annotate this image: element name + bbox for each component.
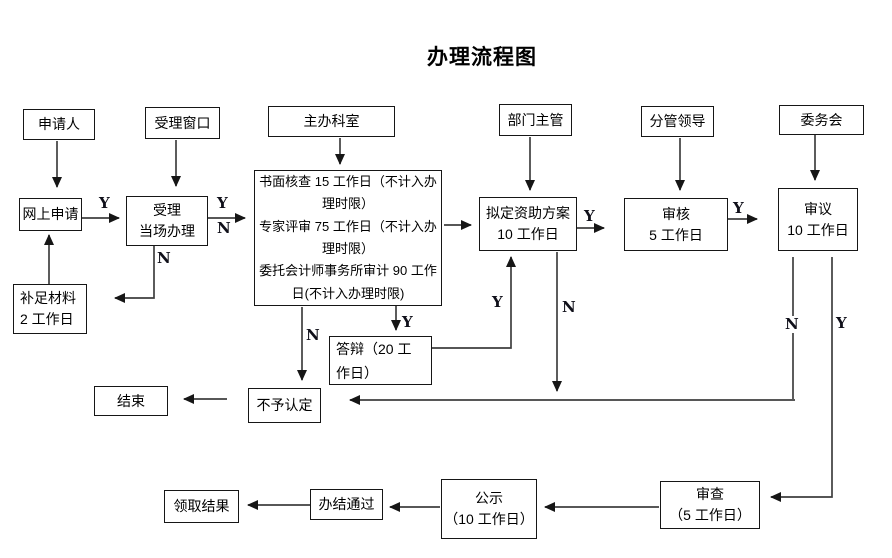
node-review-steps: 书面核查 15 工作日（不计入办理时限） 专家评审 75 工作日（不计入办理时限… <box>254 170 442 306</box>
node-plan-line2: 10 工作日 <box>497 226 559 242</box>
node-publicity: 公示 （10 工作日） <box>441 479 537 539</box>
node-dept-head: 部门主管 <box>499 104 572 136</box>
node-committee: 委务会 <box>779 105 864 135</box>
node-applicant-label: 申请人 <box>38 116 80 132</box>
node-branch-leader-label: 分管领导 <box>649 113 706 129</box>
node-deliberation-line2: 10 工作日 <box>787 221 849 238</box>
node-supplement-line2: 2 工作日 <box>20 311 74 327</box>
node-accept-onsite-line2: 当场办理 <box>139 223 195 239</box>
node-examine: 审查 （5 工作日） <box>660 481 760 529</box>
node-reject: 不予认定 <box>248 388 321 423</box>
node-defense: 答辩（20 工作日） <box>329 336 432 385</box>
edge-label-plan-no: N <box>562 298 576 316</box>
edge-label-onsite-no: N <box>157 249 171 267</box>
node-defense-label: 答辩（20 工作日） <box>336 340 412 381</box>
node-audit: 审核 5 工作日 <box>624 198 728 251</box>
node-accept-window: 受理窗口 <box>145 107 220 139</box>
node-examine-line1: 审查 <box>696 486 724 502</box>
node-committee-label: 委务会 <box>800 111 843 128</box>
edge-label-review-defense-yes: Y <box>402 313 413 331</box>
arrow-onsite-no-to-supplement <box>114 246 155 303</box>
node-end-label: 结束 <box>117 392 145 409</box>
node-plan-line1: 拟定资助方案 <box>486 205 570 221</box>
node-applicant: 申请人 <box>23 109 95 140</box>
edge-label-apply-yes: Y <box>99 194 110 212</box>
page-title: 办理流程图 <box>427 44 537 69</box>
node-review-steps-item2: 专家评审 75 工作日（不计入办理时限） <box>259 218 437 256</box>
node-complete: 办结通过 <box>310 489 383 520</box>
node-examine-line2: （5 工作日） <box>669 507 751 523</box>
edge-label-review-no: N <box>306 326 320 344</box>
node-online-apply: 网上申请 <box>19 198 82 231</box>
edge-label-audit-yes: Y <box>733 199 744 217</box>
edge-label-deliberation-no: N <box>783 315 801 333</box>
node-accept-onsite-line1: 受理 <box>153 202 181 218</box>
node-main-office: 主办科室 <box>268 106 395 137</box>
edge-label-plan-yes: Y <box>584 207 595 225</box>
node-publicity-line2: （10 工作日） <box>444 511 534 527</box>
node-audit-line1: 审核 <box>662 205 690 222</box>
node-online-apply-label: 网上申请 <box>22 206 79 222</box>
node-publicity-line1: 公示 <box>475 490 503 506</box>
node-audit-line2: 5 工作日 <box>649 226 703 243</box>
node-branch-leader: 分管领导 <box>641 106 714 137</box>
arrow-deliberation-yes-to-examine <box>770 257 833 502</box>
node-reject-label: 不予认定 <box>256 397 313 413</box>
node-receive-result: 领取结果 <box>164 490 239 523</box>
node-deliberation: 审议 10 工作日 <box>778 188 858 251</box>
node-receive-result-label: 领取结果 <box>173 498 230 514</box>
node-accept-onsite: 受理 当场办理 <box>126 196 208 246</box>
node-complete-label: 办结通过 <box>318 496 375 512</box>
node-review-steps-item1: 书面核查 15 工作日（不计入办理时限） <box>259 173 437 212</box>
node-supplement-line1: 补足材料 <box>20 290 76 306</box>
node-end: 结束 <box>94 386 168 416</box>
node-dept-head-label: 部门主管 <box>507 111 564 128</box>
arrow-defense-back-to-plan <box>432 256 516 349</box>
node-deliberation-line1: 审议 <box>804 200 832 217</box>
edge-label-accept-yes: Y <box>217 194 228 212</box>
node-main-office-label: 主办科室 <box>303 113 360 129</box>
node-review-steps-item3: 委托会计师事务所审计 90 工作日(不计入办理时限) <box>259 263 437 301</box>
edge-label-defense-back-yes: Y <box>492 293 503 311</box>
edge-label-accept-no: N <box>217 219 231 237</box>
node-accept-window-label: 受理窗口 <box>154 114 211 131</box>
edge-label-deliberation-yes: Y <box>836 314 847 332</box>
node-plan: 拟定资助方案 10 工作日 <box>479 197 577 251</box>
node-supplement: 补足材料 2 工作日 <box>13 284 87 334</box>
